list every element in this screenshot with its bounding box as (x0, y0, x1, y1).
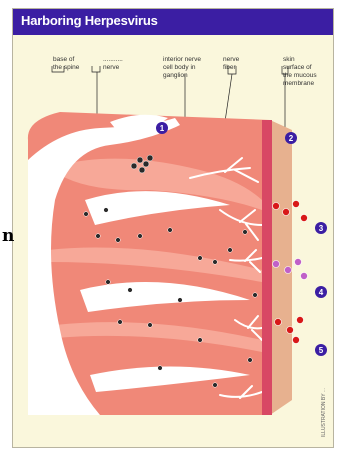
stray-text: n (2, 226, 14, 246)
virus-particle (138, 234, 143, 239)
leader-line (282, 66, 288, 74)
virus-particle (116, 238, 121, 243)
virus-particle (243, 230, 248, 235)
virus-particle (143, 161, 149, 167)
virus-particle (84, 212, 89, 217)
virus-red (297, 317, 304, 324)
virus-particle (131, 163, 137, 169)
leader-line (92, 66, 100, 72)
leader-line (52, 66, 64, 72)
marker-5-label: 5 (319, 346, 324, 355)
virus-pink (273, 261, 280, 268)
virus-particle (228, 248, 233, 253)
virus-pink (301, 273, 308, 280)
virus-particle (118, 320, 123, 325)
virus-particle (213, 383, 218, 388)
virus-particle (104, 208, 109, 213)
virus-red (301, 215, 308, 222)
virus-particle (148, 323, 153, 328)
skin-edge (262, 120, 272, 415)
marker-3: 3 (315, 222, 327, 234)
leader-line (228, 66, 236, 74)
virus-particle (168, 228, 173, 233)
virus-red (275, 319, 282, 326)
virus-particle (248, 358, 253, 363)
marker-5: 5 (315, 344, 327, 356)
virus-red (283, 209, 290, 216)
virus-particle (198, 256, 203, 261)
virus-particle (158, 366, 163, 371)
virus-particle (198, 338, 203, 343)
virus-particle (96, 234, 101, 239)
marker-1-label: 1 (160, 124, 165, 133)
virus-red (273, 203, 280, 210)
marker-1: 1 (156, 122, 168, 134)
virus-particle (106, 280, 111, 285)
virus-particle (178, 298, 183, 303)
marker-3-label: 3 (319, 224, 324, 233)
virus-particle (147, 155, 153, 161)
virus-red (287, 327, 294, 334)
virus-particle (139, 167, 145, 173)
virus-particle (137, 157, 143, 163)
virus-red (293, 201, 300, 208)
virus-particle (253, 293, 258, 298)
virus-red (293, 337, 300, 344)
marker-4: 4 (315, 286, 327, 298)
virus-particle (128, 288, 133, 293)
virus-pink (285, 267, 292, 274)
marker-2: 2 (285, 132, 297, 144)
marker-2-label: 2 (289, 134, 294, 143)
marker-4-label: 4 (319, 288, 324, 297)
virus-pink (295, 259, 302, 266)
virus-particle (213, 260, 218, 265)
